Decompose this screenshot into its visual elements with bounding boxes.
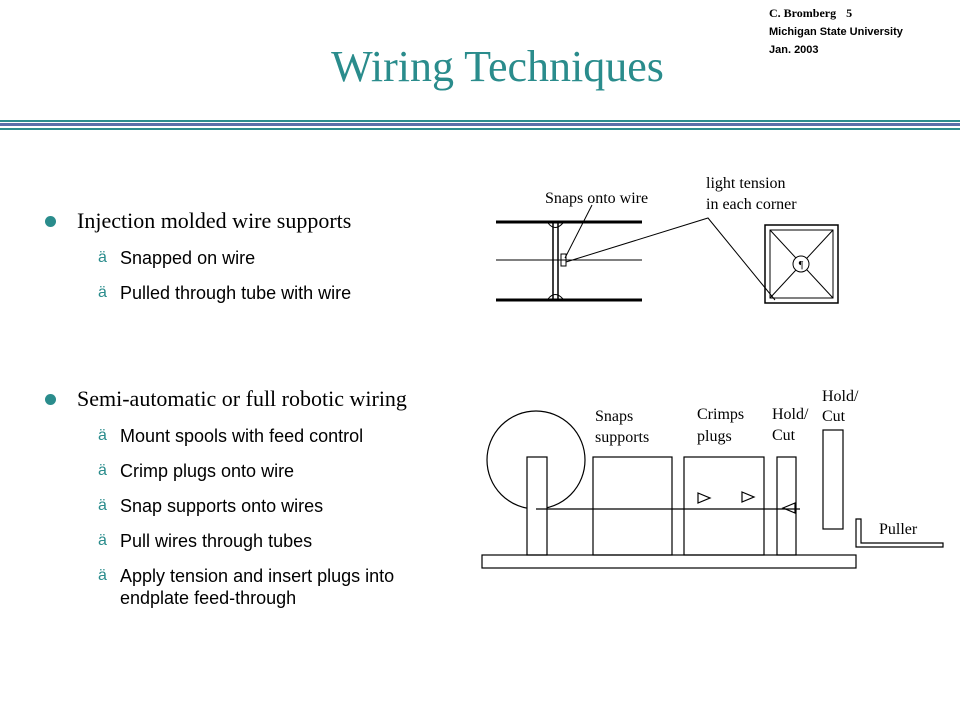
bullet-dot-icon [45,216,56,227]
support-top-flare [547,222,564,228]
tension-label-1: light tension [706,175,786,192]
bullet-text: Injection molded wire supports [77,208,352,233]
title-rule-middle [0,123,960,126]
institution: Michigan State University [769,26,903,38]
snap-leader [564,204,593,259]
sub-bullet: ä Crimp plugs onto wire [45,460,455,482]
sub-bullet-marker-icon: ä [98,249,107,266]
page-number: 5 [846,6,853,20]
hold-cut-station-b [822,429,844,530]
sub-bullet-text: Apply tension and insert plugs into endp… [120,566,395,608]
sub-bullet-text: Mount spools with feed control [120,426,364,446]
sub-bullet: ä Pulled through tube with wire [45,282,455,304]
snap-station [592,456,673,556]
sub-bullet-marker-icon: ä [98,462,107,479]
hold-cut-b-label-1: Hold/ [822,388,859,405]
sub-bullet-marker-icon: ä [98,567,107,584]
puller-label: Puller [879,521,918,538]
endplate-inner [769,229,834,299]
snaps-supports-label-1: Snaps [595,408,633,425]
snap-clip [560,253,567,267]
spool-stand [526,456,548,556]
sub-bullet-text: Pull wires through tubes [120,531,313,551]
crimp-station [683,456,765,556]
robotic-wiring-diagram: Snaps supports Crimps plugs Hold/ Cut Ho… [481,388,944,569]
bullet-level1: Semi-automatic or full robotic wiring [45,386,455,412]
puller-arm [855,518,944,548]
snaps-supports-label-2: supports [595,429,649,446]
sub-bullet: ä Pull wires through tubes [45,530,455,552]
endplate-outer [764,224,839,304]
author-row: C. Bromberg 5 [769,4,954,23]
hold-cut-a-label-1: Hold/ [772,406,809,423]
hold-cut-b-label-2: Cut [822,408,846,425]
sub-bullet-text: Snapped on wire [120,248,256,268]
hold-cut-a-label-2: Cut [772,427,796,444]
bullet-text: Semi-automatic or full robotic wiring [77,386,407,411]
header-info: C. Bromberg 5 Michigan State University J… [769,4,954,59]
sub-bullet-marker-icon: ä [98,532,107,549]
tension-leader [565,217,776,301]
sub-bullet: ä Snap supports onto wires [45,495,455,517]
sub-bullet-marker-icon: ä [98,284,107,301]
sub-bullet-marker-icon: ä [98,497,107,514]
snaps-label: Snaps onto wire [545,190,648,207]
machine-base [481,554,857,569]
wire-support-diagram: ¶ Snaps onto wire light tension in each … [496,175,839,304]
crimp-plug-end [781,502,796,514]
sub-bullet: ä Apply tension and insert plugs into en… [45,565,455,609]
wire-center-circle [792,255,810,273]
sub-bullet-marker-icon: ä [98,427,107,444]
bullet-group-1: Injection molded wire supports ä Snapped… [45,208,455,304]
bullet-level1: Injection molded wire supports [45,208,455,234]
sub-bullet: ä Mount spools with feed control [45,425,455,447]
sub-bullet-text: Snap supports onto wires [120,496,324,516]
sub-bullet: ä Snapped on wire [45,247,455,269]
sub-bullet-text: Pulled through tube with wire [120,283,352,303]
slide-title: Wiring Techniques [331,42,664,91]
bullet-dot-icon [45,394,56,405]
crimp-plug-right [741,491,756,503]
wire-center-mark: ¶ [799,260,804,271]
author: C. Bromberg [769,6,837,20]
title-rule-top [0,120,960,122]
date: Jan. 2003 [769,44,819,56]
crimps-plugs-label-1: Crimps [697,406,744,423]
sub-bullet-text: Crimp plugs onto wire [120,461,295,481]
crimp-plug-left [697,492,712,504]
support-bottom-flare [547,294,564,300]
title-rule-bottom [0,128,960,130]
crimps-plugs-label-2: plugs [697,428,732,445]
bullet-group-2: Semi-automatic or full robotic wiring ä … [45,386,455,609]
tension-label-2: in each corner [706,196,797,213]
